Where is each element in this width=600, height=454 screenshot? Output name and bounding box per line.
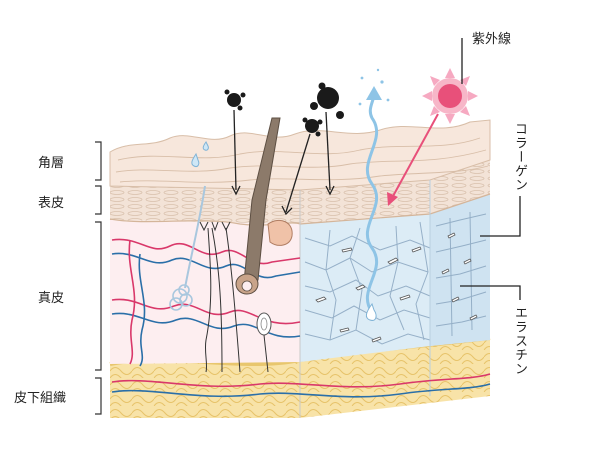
label-uv: 紫外線 [472,32,512,47]
water-drop-icon [191,141,209,167]
particle-arrow-1 [233,109,237,191]
moisture-arrow [358,68,390,321]
label-epidermis: 表皮 [38,196,65,211]
particle-arrow-3 [325,111,331,191]
particle-arrow-2 [285,133,311,213]
nerve-fibers [199,221,241,373]
layer-brackets [95,141,102,415]
label-collagen: コラーゲン [512,122,527,192]
sun-icon [422,68,478,124]
stratum-corneum-layer [109,119,491,191]
sweat-gland [169,185,206,311]
callout-lines [460,38,521,300]
hair-follicle-icon [235,117,293,373]
label-subcutaneous: 皮下組織 [14,391,67,406]
uv-arrow [387,113,439,206]
label-stratum-corneum: 角層 [38,156,65,171]
virus-particle-icon [224,82,344,137]
label-dermis: 真皮 [38,291,65,306]
dermis-right-collagen [300,194,490,362]
label-elastin: エラスチン [512,306,527,376]
